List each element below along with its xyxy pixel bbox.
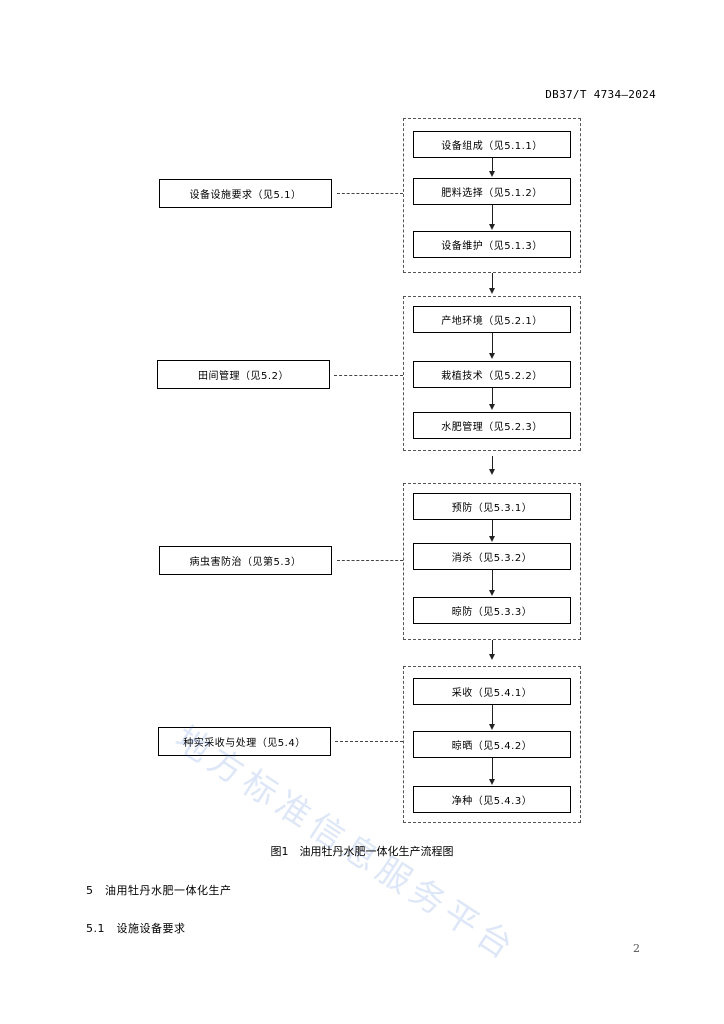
flow-step-4-1: 采收（见5.4.1）: [413, 678, 571, 705]
arrow-down-icon: [489, 724, 495, 730]
flow-step-3-2: 消杀（见5.3.2）: [413, 543, 571, 570]
flow-group-1: [403, 118, 581, 273]
arrow-line: [492, 640, 493, 655]
section-heading: 5 油用牡丹水肥一体化生产: [86, 884, 232, 897]
flow-group-label-3: 病虫害防治（见第5.3）: [159, 546, 332, 575]
group-connector-1: [337, 193, 403, 194]
arrow-down-icon: [489, 654, 495, 660]
flow-step-2-1: 产地环境（见5.2.1）: [413, 306, 571, 333]
arrow-down-icon: [489, 353, 495, 359]
flow-step-1-2: 肥料选择（见5.1.2）: [413, 178, 571, 205]
page-number: 2: [633, 942, 640, 955]
arrow-line: [492, 333, 493, 354]
flow-step-1-1: 设备组成（见5.1.1）: [413, 131, 571, 158]
arrow-down-icon: [489, 590, 495, 596]
flow-group-3: [403, 483, 581, 640]
flow-group-label-1: 设备设施要求（见5.1）: [159, 179, 332, 208]
flow-group-4: [403, 666, 581, 823]
flow-step-1-3: 设备维护（见5.1.3）: [413, 231, 571, 258]
arrow-down-icon: [489, 779, 495, 785]
group-connector-4: [335, 741, 403, 742]
arrow-line: [492, 158, 493, 172]
flow-step-3-3: 晾防（见5.3.3）: [413, 597, 571, 624]
arrow-line: [492, 388, 493, 405]
arrow-down-icon: [489, 224, 495, 230]
figure-caption: 图1 油用牡丹水肥一体化生产流程图: [270, 845, 454, 858]
arrow-line: [492, 705, 493, 725]
group-connector-3: [337, 560, 403, 561]
flow-step-3-1: 预防（见5.3.1）: [413, 493, 571, 520]
arrow-line: [492, 273, 493, 289]
flow-step-2-3: 水肥管理（见5.2.3）: [413, 412, 571, 439]
flow-group-2: [403, 296, 581, 451]
group-connector-2: [334, 375, 403, 376]
flow-group-label-2: 田间管理（见5.2）: [157, 360, 330, 389]
flow-step-4-2: 晾晒（见5.4.2）: [413, 731, 571, 758]
subsection-heading: 5.1 设施设备要求: [86, 922, 186, 935]
flow-step-2-2: 栽植技术（见5.2.2）: [413, 361, 571, 388]
arrow-line: [492, 205, 493, 225]
arrow-down-icon: [489, 469, 495, 475]
flow-group-label-4: 种实采收与处理（见5.4）: [158, 727, 331, 756]
arrow-down-icon: [489, 536, 495, 542]
arrow-line: [492, 570, 493, 591]
arrow-line: [492, 456, 493, 470]
standard-code: DB37/T 4734—2024: [545, 88, 656, 101]
arrow-down-icon: [489, 288, 495, 294]
arrow-down-icon: [489, 404, 495, 410]
arrow-line: [492, 758, 493, 780]
arrow-line: [492, 520, 493, 537]
flow-step-4-3: 净种（见5.4.3）: [413, 786, 571, 813]
arrow-down-icon: [489, 171, 495, 177]
